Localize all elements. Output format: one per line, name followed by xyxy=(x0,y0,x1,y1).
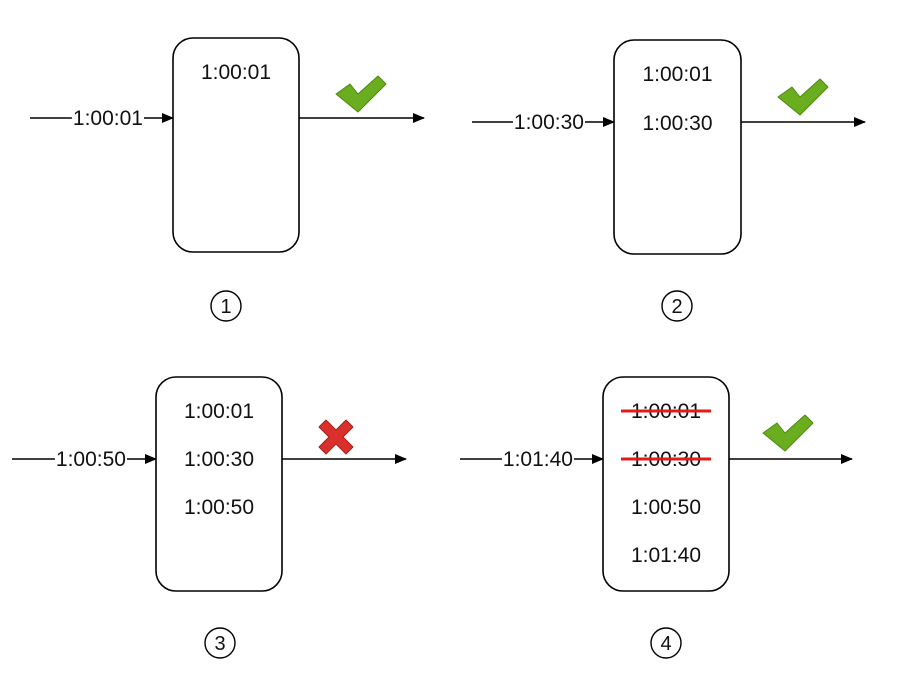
incoming-timestamp: 1:00:01 xyxy=(73,107,143,130)
panel-1: 1:00:01 1:00:01 1 xyxy=(30,37,425,322)
window-entry: 1:00:30 xyxy=(642,112,712,135)
check-icon xyxy=(335,75,387,113)
window-entry: 1:01:40 xyxy=(631,544,701,567)
window-box xyxy=(613,39,742,255)
step-number: 3 xyxy=(214,633,225,655)
window-entry: 1:00:30 xyxy=(184,448,254,471)
step-number-circle xyxy=(661,290,693,322)
panel-4: 1:01:401:00:011:00:301:00:501:01:404 xyxy=(460,376,853,659)
window-entry: 1:00:01 xyxy=(642,63,712,86)
check-icon xyxy=(762,414,814,452)
cross-icon xyxy=(318,419,354,455)
check-icon xyxy=(777,78,829,116)
incoming-timestamp: 1:01:40 xyxy=(503,448,573,471)
incoming-timestamp: 1:00:30 xyxy=(514,111,584,134)
step-number-circle xyxy=(650,627,682,659)
step-number: 2 xyxy=(671,296,682,318)
window-entry: 1:00:50 xyxy=(631,496,701,519)
step-number: 4 xyxy=(660,633,671,655)
window-box xyxy=(155,376,283,592)
incoming-timestamp: 1:00:50 xyxy=(56,448,126,471)
step-number-circle xyxy=(210,290,242,322)
window-entry: 1:00:01 xyxy=(184,400,254,423)
panel-2: 1:00:30 1:00:01 1:00:30 2 xyxy=(472,39,866,322)
window-entry: 1:00:50 xyxy=(184,496,254,519)
window-box xyxy=(602,376,730,592)
step-number: 1 xyxy=(220,296,231,318)
step-number-circle xyxy=(204,627,236,659)
window-entry: 1:00:01 xyxy=(201,61,271,84)
window-box xyxy=(172,37,300,253)
panel-3: 1:00:50 1:00:01 1:00:30 1:00:50 3 xyxy=(12,376,407,659)
